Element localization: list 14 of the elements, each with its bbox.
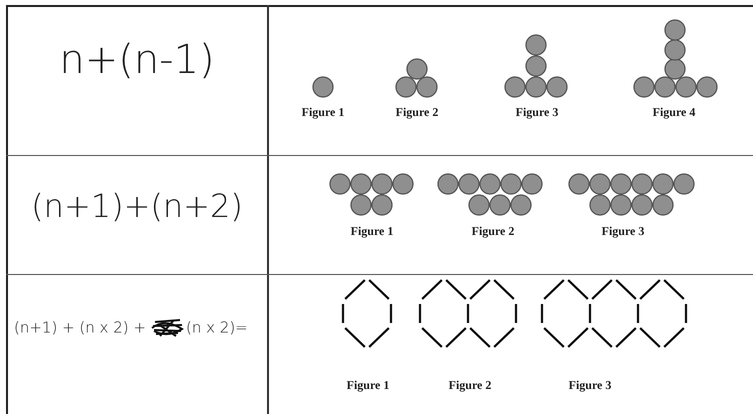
figure-caption: Figure 2 <box>448 379 492 391</box>
handwritten-formula: (n+1) + (n x 2) + <box>14 320 146 336</box>
figure-caption: Figure 3 <box>602 225 644 237</box>
figure-caption: Figure 1 <box>350 225 394 237</box>
handwritten-formula: (n x 2)= <box>186 320 248 336</box>
handwritten-formula: (n+1)+(n+2) <box>31 190 243 222</box>
handwritten-formula: n+(n-1) <box>59 40 215 80</box>
figure-caption: Figure 2 <box>396 106 438 118</box>
figure-caption: Figure 4 <box>652 106 696 118</box>
figure-caption: Figure 1 <box>346 379 390 391</box>
figure-caption: Figure 1 <box>302 106 344 118</box>
figure-caption: Figure 3 <box>516 106 558 118</box>
figure-caption: Figure 3 <box>568 379 612 391</box>
figure-caption: Figure 2 <box>472 225 514 237</box>
